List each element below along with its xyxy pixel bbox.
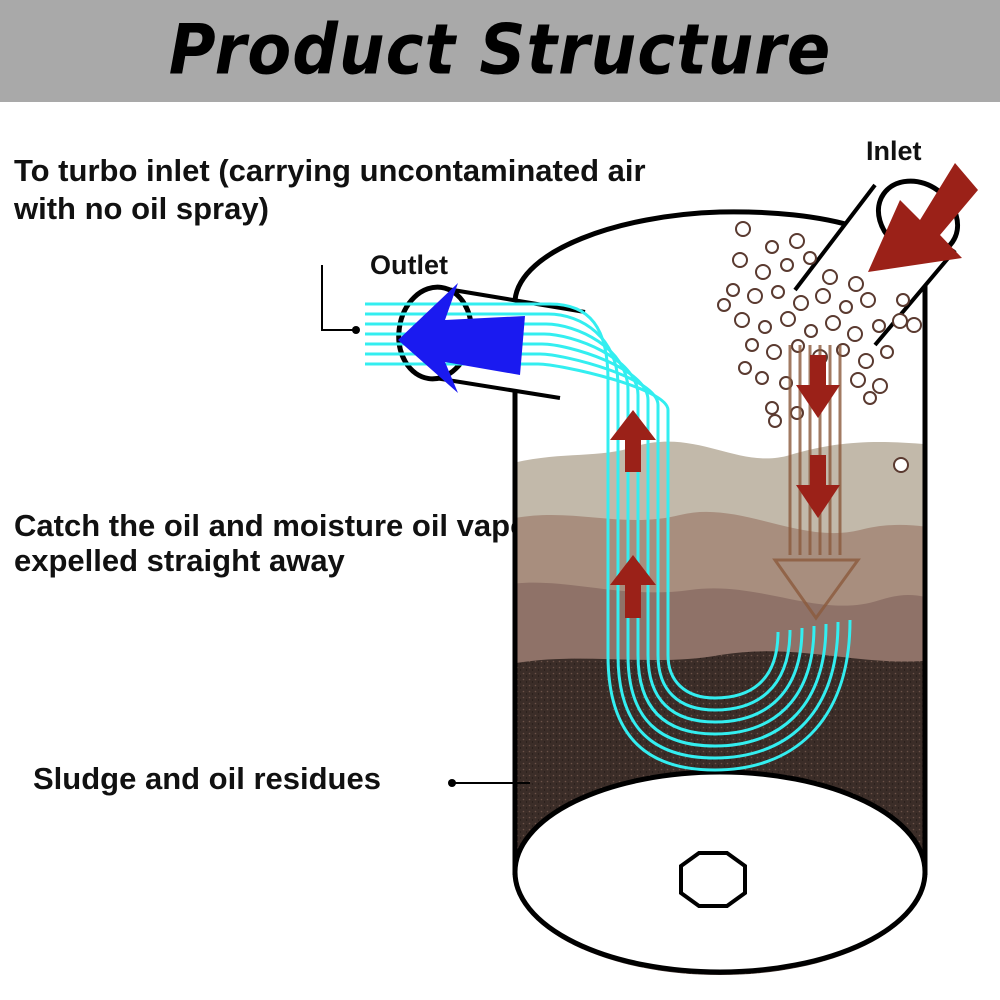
arrow-up-icon [610, 555, 656, 618]
outlet-label: Outlet [370, 250, 448, 280]
turbo-inlet-label: To turbo inlet (carrying uncontaminated … [14, 153, 646, 226]
up-arrows [610, 410, 656, 618]
arrow-down-icon [796, 455, 840, 518]
arrow-up-icon [610, 410, 656, 472]
header-bar: Product Structure [0, 0, 1000, 102]
down-arrows [796, 355, 840, 518]
settling-arrow [772, 558, 861, 621]
page-title: Product Structure [168, 11, 832, 91]
leader-dot [448, 779, 456, 787]
clean-air-lines [365, 302, 852, 772]
inlet-arrow-icon [868, 163, 978, 272]
sludge-label: Sludge and oil residues [33, 761, 381, 796]
oil-droplets [717, 221, 922, 473]
arrow-down-icon [796, 355, 840, 418]
layer-top [515, 441, 925, 540]
leader-dot [352, 326, 360, 334]
layer-mid [515, 511, 925, 610]
leader-lines [321, 265, 530, 784]
drain-plug-icon [679, 851, 747, 908]
inlet-label: Inlet [866, 136, 922, 166]
catch-oil-label: Catch the oil and moisture oil vapor exp… [14, 508, 542, 578]
outlet-arrow-icon [398, 283, 525, 393]
